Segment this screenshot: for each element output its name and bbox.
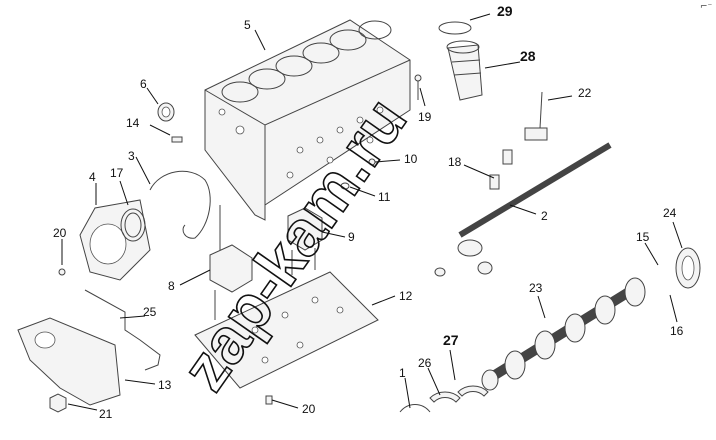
cylinder-liner (446, 40, 483, 101)
callout-3: 3 (128, 149, 135, 163)
callout-9: 9 (348, 230, 355, 244)
stiffener-plate (194, 271, 379, 389)
drain-plug (49, 393, 67, 413)
callout-18: 18 (448, 155, 462, 169)
camshaft (434, 142, 612, 277)
seal-ring-11 (340, 182, 350, 190)
callout-2: 2 (541, 209, 548, 223)
callout-15: 15 (636, 230, 650, 244)
callout-23: 23 (529, 281, 543, 295)
rear-oil-seal (120, 208, 146, 242)
callout-28: 28 (520, 48, 536, 64)
main-bearing-cap-front (287, 207, 323, 275)
bearing-shell-upper (429, 391, 461, 403)
leader-lines (61, 13, 683, 411)
callout-labels: 1 2 3 4 5 6 8 9 10 11 12 13 14 15 16 17 … (53, 3, 684, 421)
callout-21: 21 (99, 407, 113, 421)
dowel-pin (171, 136, 183, 143)
callout-26: 26 (418, 356, 432, 370)
bolt-bottom (265, 395, 273, 405)
callout-25: 25 (143, 305, 157, 319)
oil-pan-gasket (84, 289, 161, 371)
callout-27: 27 (443, 332, 459, 348)
callout-4: 4 (89, 170, 96, 184)
crank-gear (675, 247, 701, 289)
callout-12: 12 (399, 289, 413, 303)
callout-19: 19 (418, 110, 432, 124)
corner-mark: ⌐⁻ (700, 2, 713, 12)
callout-24: 24 (663, 206, 677, 220)
callout-14: 14 (126, 116, 140, 130)
callout-22: 22 (578, 86, 592, 100)
oil-pan-frame (17, 317, 121, 406)
bolt-left (58, 268, 66, 276)
liner-o-ring (438, 21, 472, 35)
seal-ring (157, 102, 175, 122)
callout-6: 6 (140, 77, 147, 91)
callout-5: 5 (244, 18, 251, 32)
front-gasket (149, 170, 211, 239)
callout-20-left: 20 (53, 226, 67, 240)
crankshaft (481, 277, 646, 391)
main-bearing-cap-rear (209, 205, 253, 320)
callout-16: 16 (670, 324, 684, 338)
callout-20-bottom: 20 (302, 402, 316, 416)
callout-8: 8 (168, 279, 175, 293)
callout-1: 1 (399, 366, 406, 380)
bolt-19 (414, 74, 422, 100)
callout-29: 29 (497, 3, 513, 19)
callout-11: 11 (378, 190, 391, 204)
callout-10: 10 (404, 152, 418, 166)
callout-13: 13 (158, 378, 172, 392)
tappet-bracket (489, 127, 548, 190)
thrust-washer (399, 404, 431, 413)
rear-seal-housing (79, 199, 151, 281)
tappet-shaft (539, 91, 543, 129)
bearing-shell-lower (457, 385, 489, 397)
callout-17: 17 (110, 166, 124, 180)
cylinder-block (204, 19, 411, 221)
